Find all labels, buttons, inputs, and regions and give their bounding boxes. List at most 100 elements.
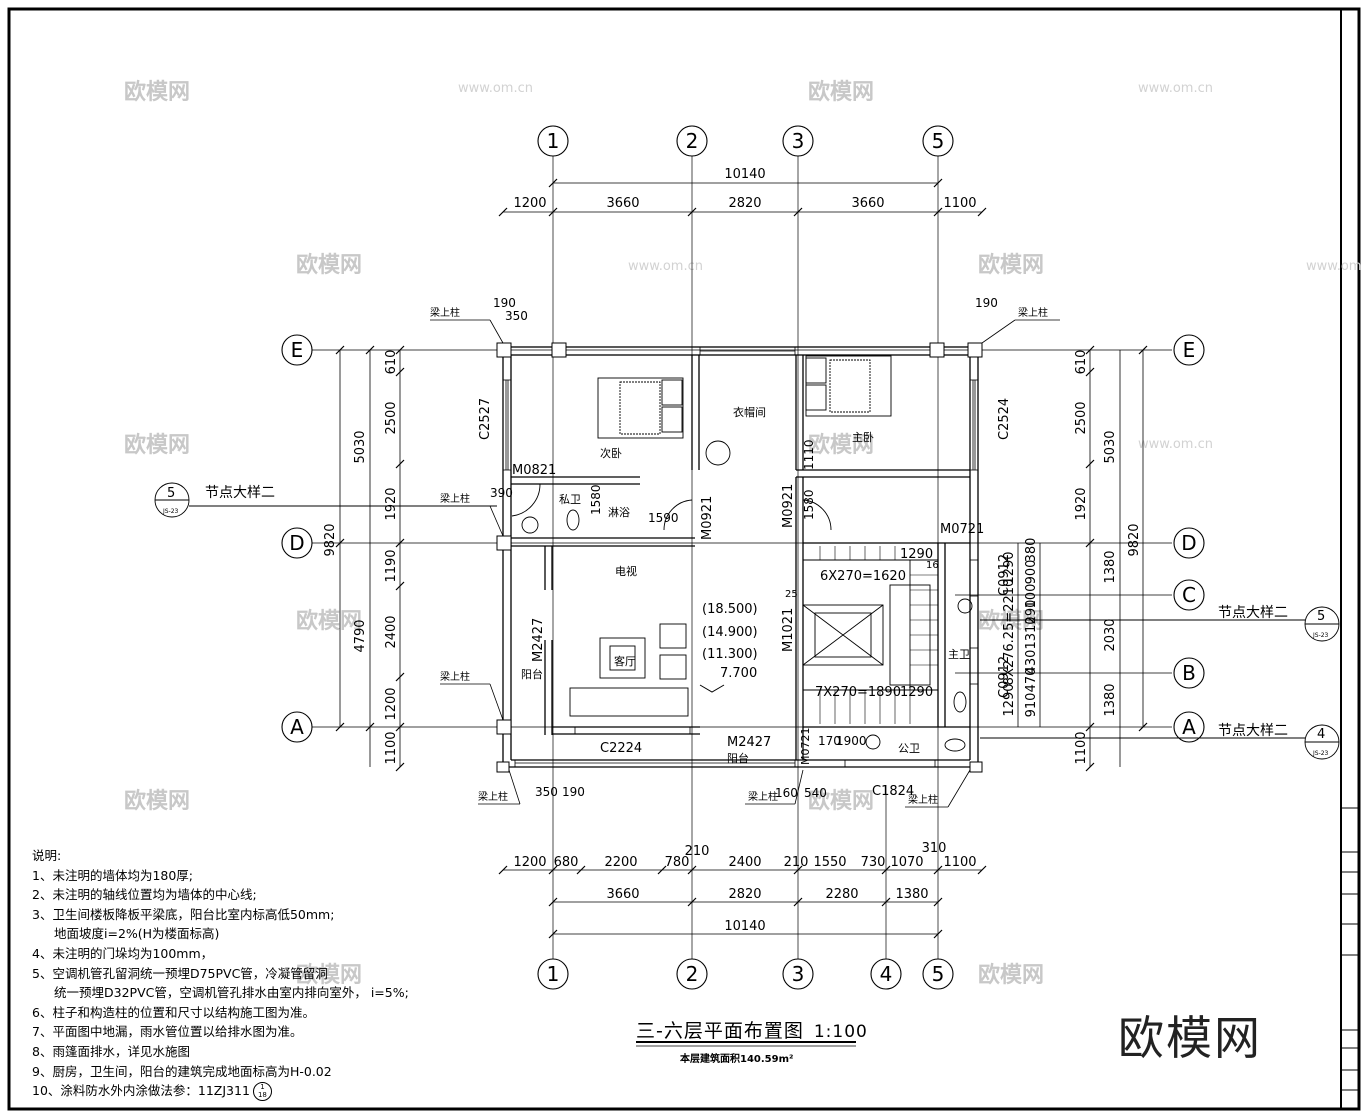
dim-left-610: 610	[384, 350, 399, 375]
window-c1824: C1824	[872, 784, 914, 799]
dim-right-1920: 1920	[1074, 487, 1089, 520]
dimension-texts: 10140 1200 3660 2820 3660 1100 1200 680 …	[513, 167, 976, 934]
note-3-cont: 地面坡度i=2%(H为楼面标高)	[54, 926, 220, 942]
column-label-ml: 梁上柱	[440, 492, 470, 505]
axis-label-right-D: D	[1181, 531, 1196, 555]
detail-callouts	[154, 482, 1340, 760]
dim-right-100: 100	[1024, 584, 1039, 609]
note-6: 6、柱子和构造柱的位置和尺寸以结构施工图为准。	[32, 1004, 315, 1020]
note-5: 5、空调机管孔留洞统一预埋D75PVC管，冷凝管留洞	[32, 965, 328, 981]
dim-left-5030: 5030	[353, 430, 368, 463]
stair-upper-run: 6X270=1620	[820, 569, 906, 584]
axis-label-left-D: D	[289, 531, 304, 555]
watermark: 欧模网	[124, 432, 190, 458]
dim-left-2400: 2400	[384, 615, 399, 648]
stair-lower-run: 7X270=1890	[815, 685, 901, 700]
detail-labels: 节点大样二 节点大样二 节点大样二 5 5 4 JS-23 JS-23 JS-2…	[162, 485, 1329, 757]
axis-bubbles	[281, 125, 1205, 990]
dim-bottom-780: 780	[665, 855, 690, 870]
watermark: 欧模网	[808, 79, 874, 105]
elevation-marker	[699, 684, 725, 693]
columns	[496, 342, 983, 773]
note-1: 1、未注明的墙体均为180厚;	[32, 867, 194, 883]
dim-350-bl: 350	[535, 785, 558, 799]
door-m0721a: M0721	[940, 522, 984, 537]
column-label-bl: 梁上柱	[440, 670, 470, 683]
windows	[502, 346, 979, 768]
dim-190-tr: 190	[975, 296, 998, 310]
dim-bottom-210a: 210	[685, 844, 710, 859]
room-tv: 电视	[615, 564, 637, 578]
dim-right-1290b: 1290	[1002, 683, 1017, 716]
room-second-bedroom: 次卧	[600, 446, 622, 460]
window-c2524: C2524	[997, 398, 1012, 440]
room-balcony-west: 阳台	[521, 667, 543, 681]
detail-ref-4: 4	[1317, 727, 1325, 742]
dim-left-9820: 9820	[323, 523, 338, 556]
watermark-url: www.om.cn	[1306, 259, 1361, 274]
dim-190-bl: 190	[562, 785, 585, 799]
vertical-dimension-texts: 5030 4790 9820 610 2500 1920 1190 2400 1…	[323, 350, 1142, 765]
axis-label-right-B: B	[1182, 661, 1196, 685]
brand-watermark: 欧模网	[1118, 1011, 1262, 1065]
dim-bottom-total: 10140	[724, 919, 765, 934]
watermark: 欧模网	[124, 79, 190, 105]
drawing-frame	[7, 7, 1361, 1111]
axis-label-bottom-4: 4	[880, 962, 893, 986]
dim-left-1190: 1190	[384, 549, 399, 582]
dim-right-1290a: 1290	[1002, 551, 1017, 584]
watermark: 欧模网	[808, 788, 874, 814]
dim-top-1200: 1200	[513, 196, 546, 211]
dim-170: 170	[818, 734, 841, 748]
dim-left-2500: 2500	[384, 401, 399, 434]
dim-390: 390	[490, 486, 513, 500]
detail-sheet-c: JS-23	[1312, 750, 1329, 757]
window-c0912a: C0912	[997, 554, 1012, 596]
room-labels: 次卧 衣帽间 主卧 私卫 淋浴 客厅 阳台 电视 主卫 公卫 阳台	[521, 405, 970, 765]
window-c2527: C2527	[478, 398, 493, 440]
note-10: 10、涂料防水外内涂做法参：11ZJ311	[32, 1083, 250, 1099]
dim-bottom-2400: 2400	[728, 855, 761, 870]
room-living: 客厅	[614, 654, 636, 668]
dim-160: 160	[775, 786, 798, 800]
watermark: 欧模网	[808, 432, 874, 458]
door-m0721b: M0721	[799, 728, 812, 766]
dimension-lines	[339, 182, 1144, 935]
room-balcony-south: 阳台	[727, 751, 749, 765]
watermark: 欧模网	[978, 608, 1044, 634]
column-label-bottom-left: 梁上柱	[478, 790, 508, 803]
watermarks: 欧模网 www.om.cn 欧模网 www.om.cn 欧模网 www.om.c…	[124, 79, 1361, 988]
watermark: 欧模网	[296, 608, 362, 634]
stair-texts: 6X270=1620 7X270=1890 1290 1290 25 16	[785, 547, 939, 700]
axis-label-left-A: A	[290, 715, 304, 739]
opening-labels: C2527 C2524 C2224 C0912 C0912 C1824 M082…	[478, 398, 1012, 799]
dim-1580b: 1580	[802, 489, 816, 520]
dim-right-1380b: 1380	[1103, 683, 1118, 716]
dim-bottom-2200: 2200	[604, 855, 637, 870]
room-cloakroom: 衣帽间	[733, 405, 766, 419]
dim-bottom-1380: 1380	[895, 887, 928, 902]
dim-bottom-2280: 2280	[825, 887, 858, 902]
watermark-url: www.om.cn	[1138, 437, 1213, 452]
note-5-cont: 统一预埋D32PVC管，空调机管孔排水由室内排向室外， i=5%;	[54, 985, 409, 1001]
elevation-14900: (14.900)	[702, 625, 758, 640]
axis-label-top-5: 5	[932, 129, 945, 153]
note-9: 9、厨房，卫生间，阳台的建筑完成地面标高为H-0.02	[32, 1063, 332, 1079]
floor-area-note: 本层建筑面积140.59m²	[680, 1054, 794, 1065]
dim-1580a: 1580	[589, 484, 603, 515]
dim-right-stair: 8X276.25=2210	[1002, 579, 1017, 686]
note-7: 7、平面图中地漏，雨水管位置以给排水图为准。	[32, 1024, 303, 1040]
column-labels: 梁上柱 梁上柱 梁上柱 梁上柱 梁上柱 梁上柱 梁上柱	[430, 306, 1048, 806]
axis-label-right-C: C	[1182, 583, 1196, 607]
dim-top-3660a: 3660	[606, 196, 639, 211]
axis-label-top-3: 3	[792, 129, 805, 153]
axis-label-bottom-5: 5	[932, 962, 945, 986]
dim-bottom-1100: 1100	[943, 855, 976, 870]
dim-left-1920: 1920	[384, 487, 399, 520]
dim-right-430: 430	[1024, 650, 1039, 675]
dim-right-1310: 1310	[1024, 616, 1039, 649]
door-m0821: M0821	[512, 463, 556, 478]
dim-top-3660b: 3660	[851, 196, 884, 211]
dim-1900: 1900	[836, 734, 867, 748]
dim-bottom-1200: 1200	[513, 855, 546, 870]
